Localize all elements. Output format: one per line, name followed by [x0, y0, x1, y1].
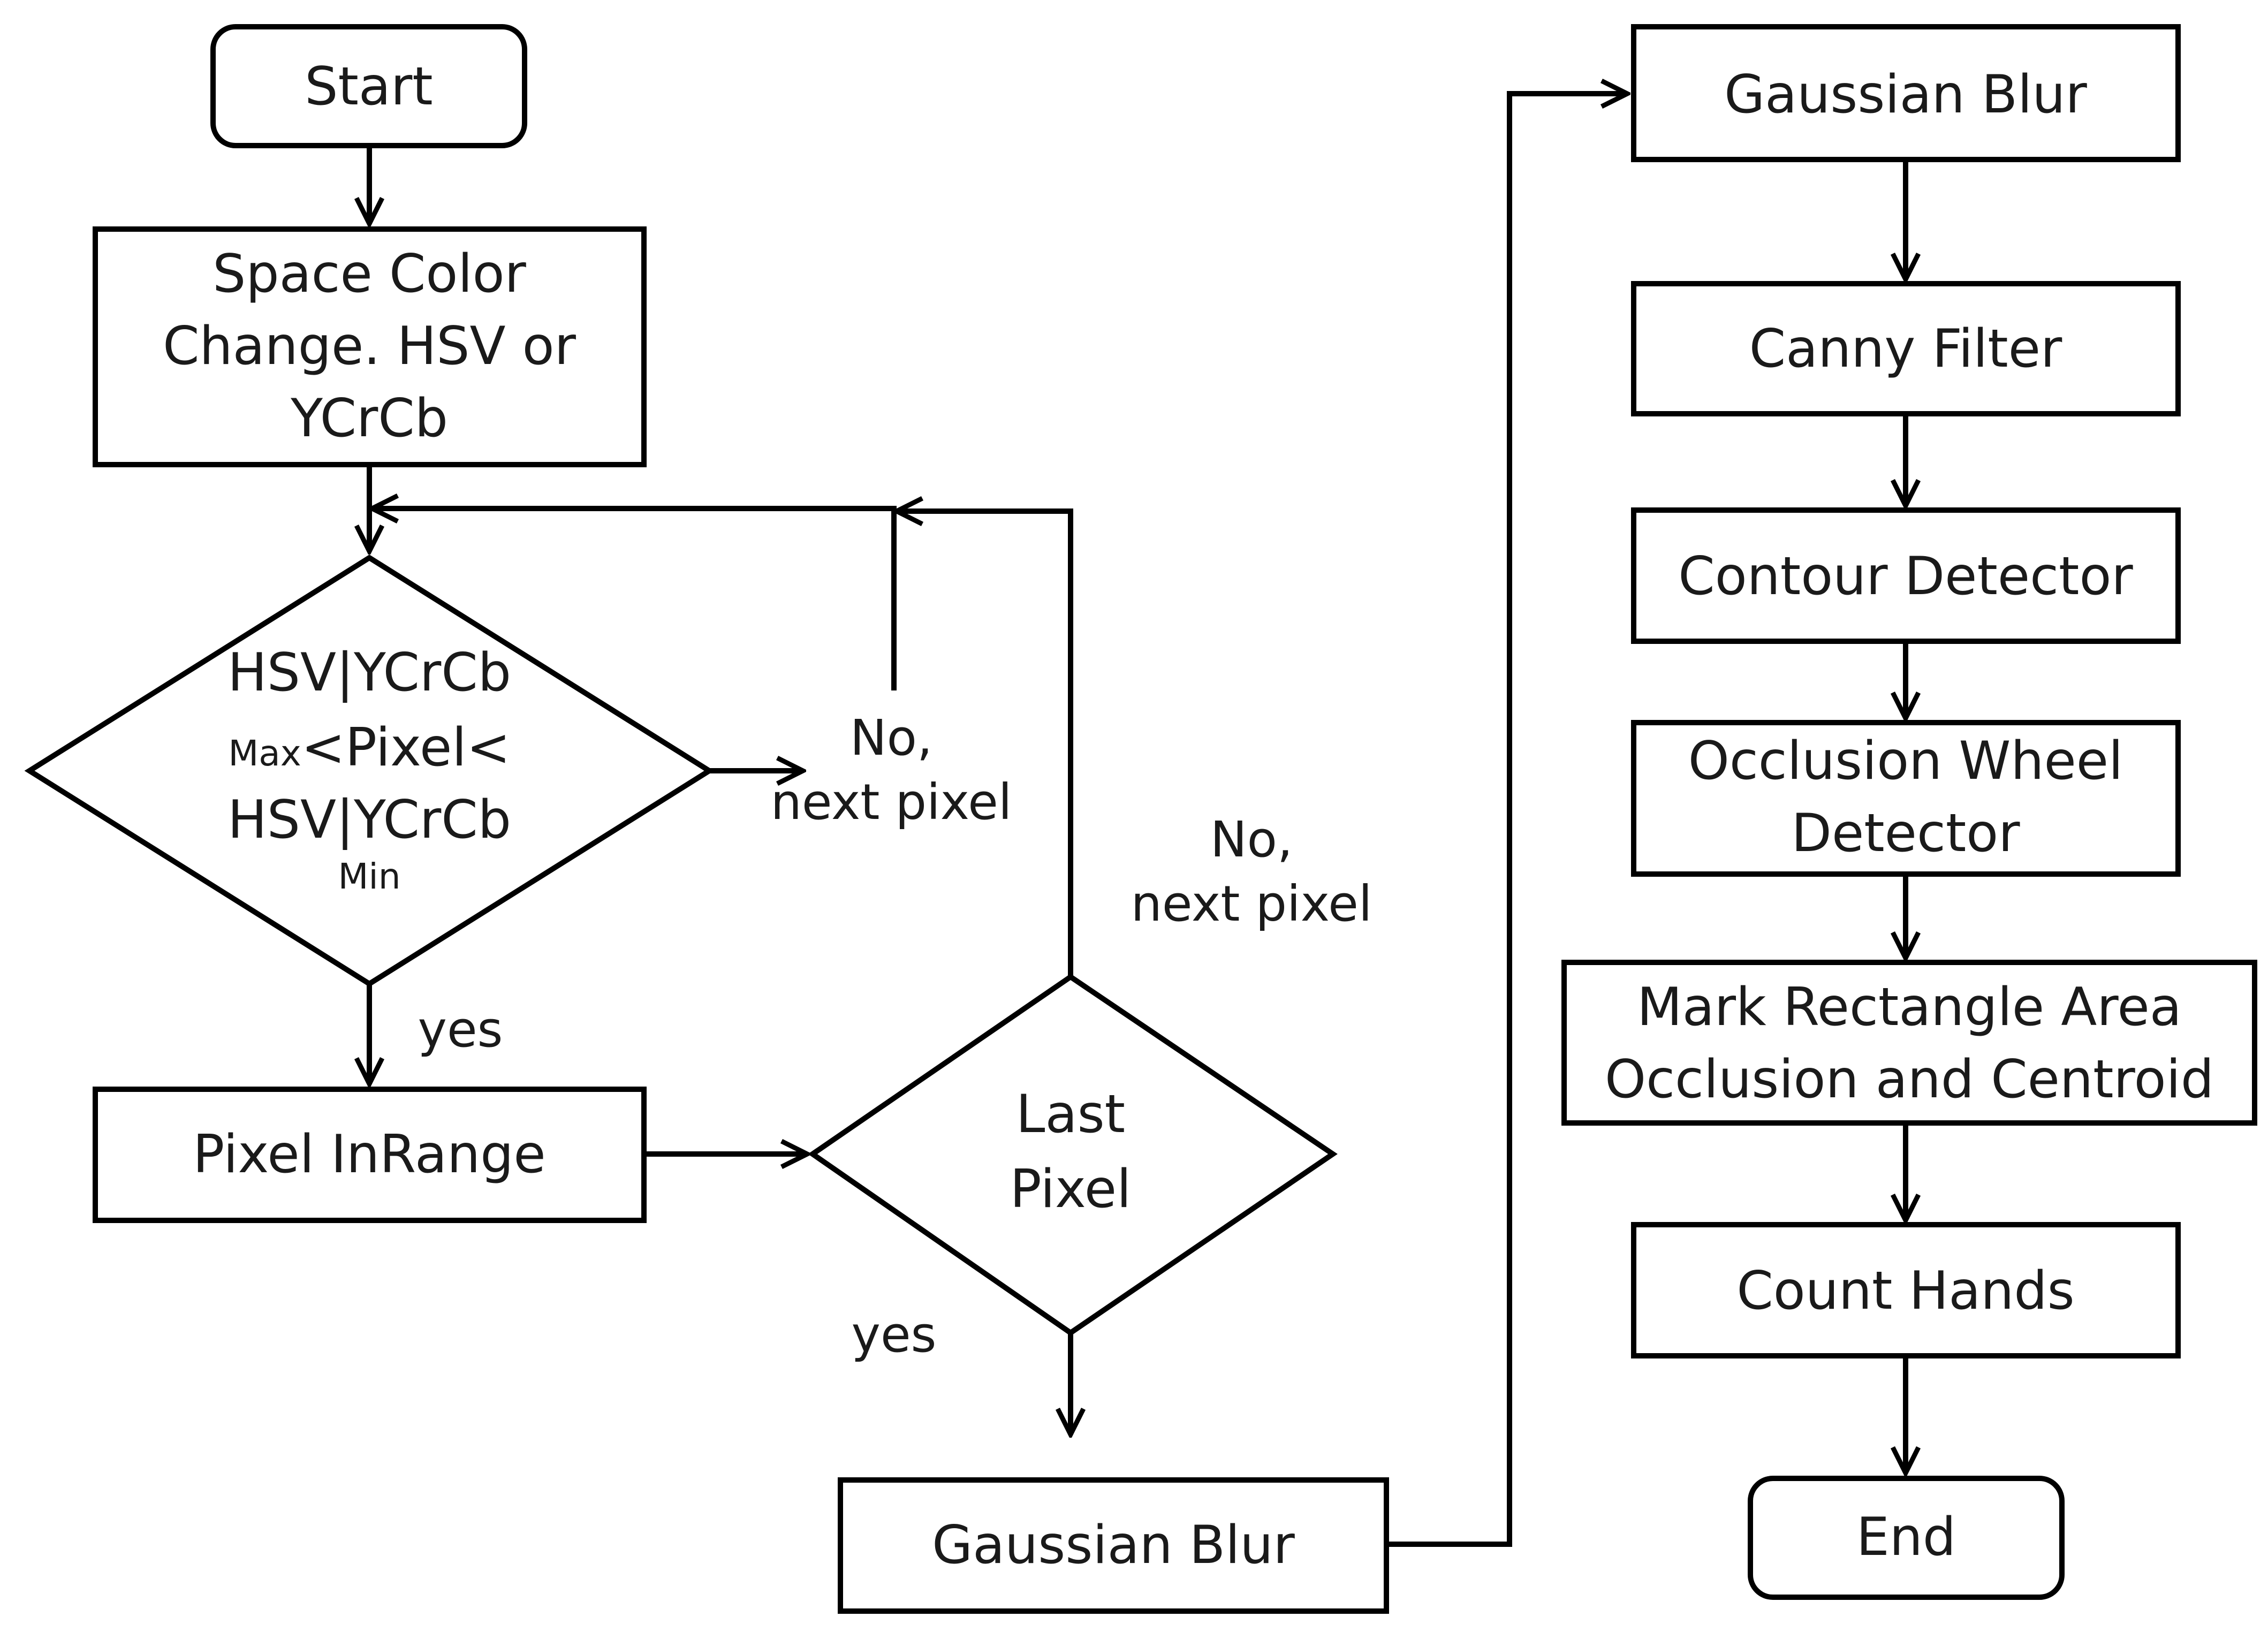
- count-hands-label: Count Hands: [1736, 1261, 2074, 1322]
- occlusion-wheel-line-2: Detector: [1791, 803, 2020, 864]
- space-color-node: Space Color Change. HSV or YCrCb: [93, 226, 647, 467]
- space-color-line-2: Change. HSV or: [163, 316, 577, 377]
- next-pixel-label-1: next pixel: [771, 773, 1012, 831]
- pixel-inrange-label: Pixel InRange: [193, 1124, 545, 1185]
- contour-detector-node: Contour Detector: [1631, 507, 2181, 644]
- decision2-line-2: Pixel: [1010, 1159, 1132, 1220]
- decision1-line-3: HSV|YCrCb: [227, 790, 511, 851]
- space-color-line-3: YCrCb: [290, 388, 448, 449]
- contour-detector-label: Contour Detector: [1678, 546, 2133, 607]
- gaussian-blur-node-2: Gaussian Blur: [1631, 24, 2181, 162]
- edge-label-yes-2: yes: [852, 1306, 937, 1363]
- mark-rectangle-line-1: Mark Rectangle Area: [1637, 977, 2182, 1038]
- edge-label-no-next-pixel-2: No, next pixel: [1131, 811, 1372, 932]
- pixel-inrange-node: Pixel InRange: [93, 1087, 647, 1223]
- end-node: End: [1748, 1476, 2065, 1600]
- end-label: End: [1856, 1507, 1956, 1568]
- decision-pixel-range: HSV|YCrCb Max<Pixel< HSV|YCrCb Min: [24, 555, 715, 987]
- space-color-line-1: Space Color: [213, 244, 526, 305]
- edge-label-no-next-pixel-1: No, next pixel: [771, 709, 1012, 831]
- start-label: Start: [305, 56, 433, 117]
- canny-filter-label: Canny Filter: [1749, 318, 2062, 379]
- mark-rectangle-node: Mark Rectangle Area Occlusion and Centro…: [1561, 960, 2257, 1126]
- edge-gaussian-blur-1-to-2: [1386, 94, 1627, 1547]
- decision1-line-1: HSV|YCrCb: [227, 642, 511, 703]
- no-label-2: No,: [1210, 811, 1293, 868]
- decision1-min-label: Min: [338, 856, 400, 897]
- edge-decision2-loop-back: [897, 511, 1073, 977]
- no-label-1: No,: [850, 709, 932, 766]
- decision1-line-2: Max<Pixel<: [228, 717, 510, 778]
- occlusion-wheel-node: Occlusion Wheel Detector: [1631, 720, 2181, 877]
- canny-filter-node: Canny Filter: [1631, 281, 2181, 416]
- mark-rectangle-line-2: Occlusion and Centroid: [1605, 1049, 2214, 1110]
- decision2-line-1: Last: [1016, 1084, 1125, 1145]
- start-node: Start: [210, 24, 527, 148]
- occlusion-wheel-line-1: Occlusion Wheel: [1688, 731, 2123, 792]
- gaussian-blur-2-label: Gaussian Blur: [1724, 64, 2087, 125]
- decision1-pixel-label: <Pixel<: [301, 717, 511, 778]
- count-hands-node: Count Hands: [1631, 1222, 2181, 1358]
- next-pixel-label-2: next pixel: [1131, 875, 1372, 932]
- gaussian-blur-node-1: Gaussian Blur: [838, 1477, 1389, 1614]
- edge-label-yes-1: yes: [418, 1001, 503, 1058]
- gaussian-blur-1-label: Gaussian Blur: [932, 1515, 1295, 1576]
- decision-last-pixel: Last Pixel: [808, 973, 1338, 1337]
- decision1-max-label: Max: [228, 733, 301, 774]
